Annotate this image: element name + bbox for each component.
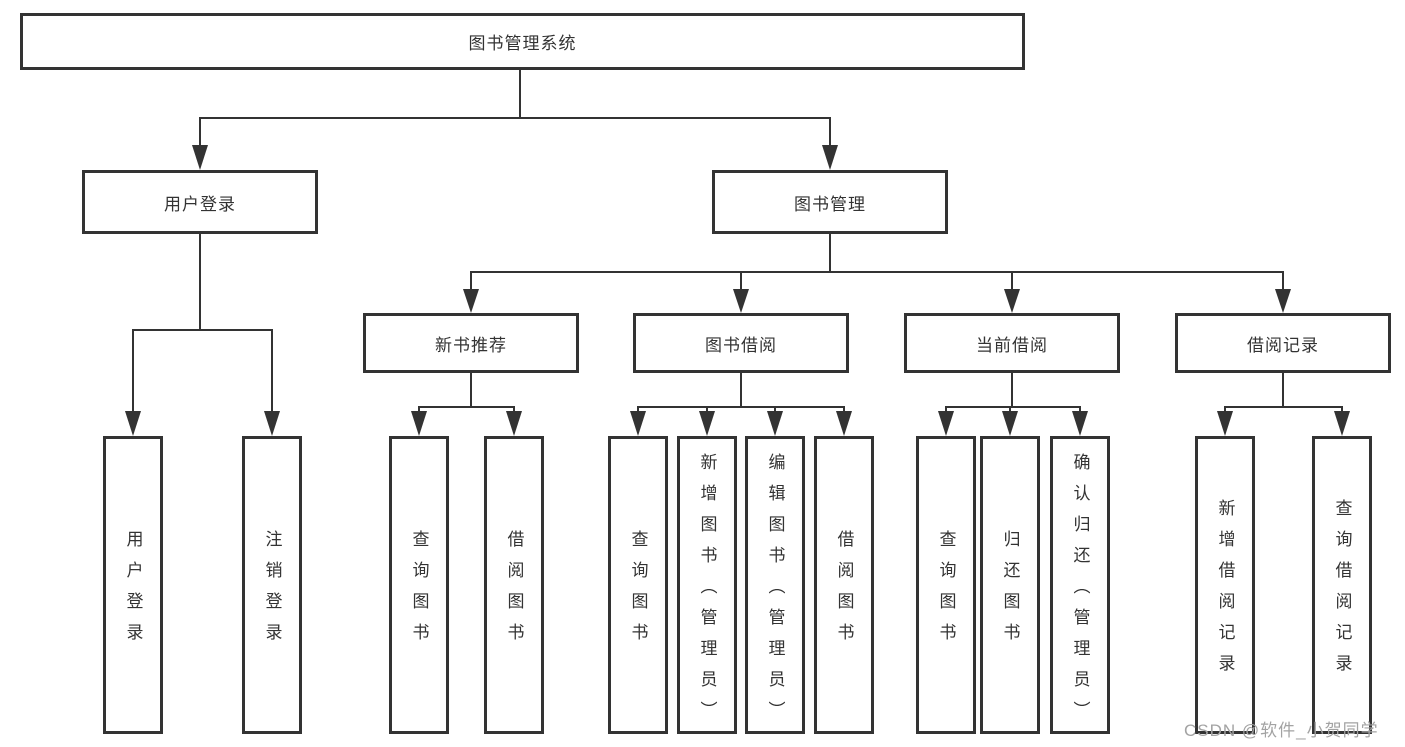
leaf-label: 查询图书 [409,530,429,654]
node-new-book-recommend: 新书推荐 [363,313,579,373]
arrow-down-icon [699,411,715,436]
arrow-down-icon [938,411,954,436]
leaf-logout: 注销登录 [242,436,302,734]
leaf-label: 新增借阅记录 [1215,499,1235,685]
leaf-query-books-current: 查询图书 [916,436,976,734]
arrow-down-icon [264,411,280,436]
leaf-add-borrow-record: 新增借阅记录 [1195,436,1255,734]
arrow-down-icon [1334,411,1350,436]
leaf-add-book-admin: 新增图书（管理员） [677,436,737,734]
arrow-down-icon [125,411,141,436]
arrow-down-icon [1217,411,1233,436]
arrow-down-icon [463,289,479,313]
leaf-confirm-return-admin: 确认归还（管理员） [1050,436,1110,734]
leaf-label: 查询图书 [628,530,648,654]
leaf-label: 注销登录 [262,530,282,654]
arrow-down-icon [630,411,646,436]
arrow-down-icon [1002,411,1018,436]
leaf-label: 用户登录 [123,530,143,654]
leaf-label: 借阅图书 [504,530,524,654]
arrow-down-icon [822,145,838,170]
node-book-management: 图书管理 [712,170,948,234]
csdn-watermark: CSDN @软件_小贺同学 [1184,721,1379,740]
arrow-down-icon [767,411,783,436]
leaf-edit-book-admin: 编辑图书（管理员） [745,436,805,734]
leaf-label: 查询图书 [936,530,956,654]
leaf-query-books-recommend: 查询图书 [389,436,449,734]
leaf-borrow-books-recommend: 借阅图书 [484,436,544,734]
arrow-down-icon [1004,289,1020,313]
arrow-down-icon [733,289,749,313]
arrow-down-icon [506,411,522,436]
node-book-borrow: 图书借阅 [633,313,849,373]
node-library-management-system: 图书管理系统 [20,13,1025,70]
leaf-return-book: 归还图书 [980,436,1040,734]
leaf-label: 查询借阅记录 [1332,499,1352,685]
arrow-down-icon [1072,411,1088,436]
leaf-label: 编辑图书（管理员） [765,452,785,732]
leaf-query-books-borrow: 查询图书 [608,436,668,734]
arrow-down-icon [836,411,852,436]
node-current-borrow: 当前借阅 [904,313,1120,373]
leaf-label: 归还图书 [1000,530,1020,654]
leaf-query-borrow-record: 查询借阅记录 [1312,436,1372,734]
leaf-label: 新增图书（管理员） [697,452,717,732]
leaf-label: 借阅图书 [834,530,854,654]
leaf-user-login: 用户登录 [103,436,163,734]
arrow-down-icon [192,145,208,170]
node-user-login: 用户登录 [82,170,318,234]
leaf-borrow-books: 借阅图书 [814,436,874,734]
leaf-label: 确认归还（管理员） [1070,452,1090,732]
arrow-down-icon [1275,289,1291,313]
arrow-down-icon [411,411,427,436]
node-borrow-records: 借阅记录 [1175,313,1391,373]
